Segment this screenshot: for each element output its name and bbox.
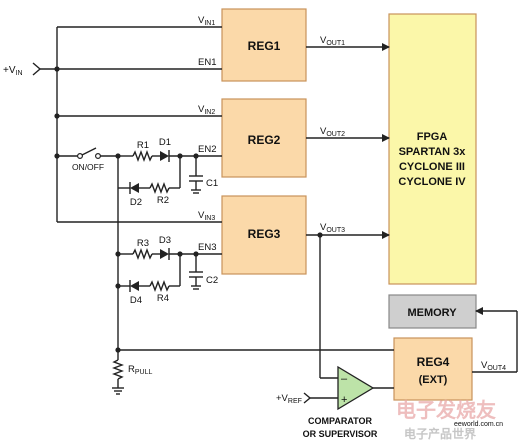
fpga-block xyxy=(388,13,477,285)
r4-resistor-icon xyxy=(149,280,170,292)
fpga-line-3: CYCLONE III xyxy=(399,161,465,173)
rpull-resistor-icon xyxy=(112,359,124,380)
vout2-label: VOUT2 xyxy=(320,126,345,138)
d3-label: D3 xyxy=(159,235,171,246)
vref-label: +VREF xyxy=(276,393,302,405)
en2-label: EN2 xyxy=(198,144,216,155)
reg4-label: REG4 xyxy=(417,355,450,369)
fpga-line-4: CYCLONE IV xyxy=(398,176,466,188)
reg4-block xyxy=(393,337,473,401)
en1-label: EN1 xyxy=(198,57,216,68)
comparator-icon xyxy=(337,365,375,411)
fpga-line-2: SPARTAN 3x xyxy=(399,146,467,158)
watermark-line-1: 电子发烧友 xyxy=(396,398,496,422)
reg3-label: REG3 xyxy=(248,227,281,241)
d3-diode-icon xyxy=(160,249,169,259)
reg2-block xyxy=(221,98,307,178)
rpull-label: RPULL xyxy=(128,364,152,376)
vout3-label: VOUT3 xyxy=(320,222,345,234)
r3-label: R3 xyxy=(137,238,149,249)
r1-resistor-icon xyxy=(132,150,153,162)
vin2-label: VIN2 xyxy=(198,104,215,116)
reg1-block xyxy=(221,8,307,82)
comparator-plus: + xyxy=(341,394,347,406)
reg2-label: REG2 xyxy=(248,133,281,147)
d1-diode-icon xyxy=(160,151,169,161)
memory-label: MEMORY xyxy=(407,307,457,319)
vout4-label: VOUT4 xyxy=(481,360,506,372)
switch-label: ON/OFF xyxy=(72,162,104,172)
r2-label: R2 xyxy=(157,195,169,206)
d2-diode-icon xyxy=(130,183,139,193)
comparator-label-1: COMPARATOR xyxy=(308,416,372,426)
d1-label: D1 xyxy=(159,137,171,148)
vin3-label: VIN3 xyxy=(198,210,215,222)
watermark-line-2: 电子产品世界 xyxy=(404,426,476,441)
vin1-label: VIN1 xyxy=(198,15,215,27)
r3-resistor-icon xyxy=(132,248,153,260)
d2-label: D2 xyxy=(130,197,142,208)
reg4-sub-label: (EXT) xyxy=(419,374,448,386)
vref-arrow-icon xyxy=(303,392,312,404)
comparator-minus: – xyxy=(341,373,348,385)
c1-label: C1 xyxy=(206,178,218,189)
d4-diode-icon xyxy=(130,281,139,291)
input-arrow-icon xyxy=(32,62,42,76)
memory-block xyxy=(388,294,477,329)
comparator-label-2: OR SUPERVISOR xyxy=(303,429,378,439)
r2-resistor-icon xyxy=(149,182,170,194)
input-label: +VIN xyxy=(3,65,23,77)
en3-label: EN3 xyxy=(198,242,216,253)
watermark-brand: eeworld.com.cn xyxy=(454,421,503,428)
reg3-block xyxy=(221,195,307,275)
vout1-label: VOUT1 xyxy=(320,35,345,47)
d4-label: D4 xyxy=(130,295,142,306)
c2-label: C2 xyxy=(206,275,218,286)
r4-label: R4 xyxy=(157,293,169,304)
switch-icon xyxy=(81,147,97,156)
r1-label: R1 xyxy=(137,140,149,151)
fpga-line-1: FPGA xyxy=(417,131,448,143)
reg1-label: REG1 xyxy=(248,39,281,53)
